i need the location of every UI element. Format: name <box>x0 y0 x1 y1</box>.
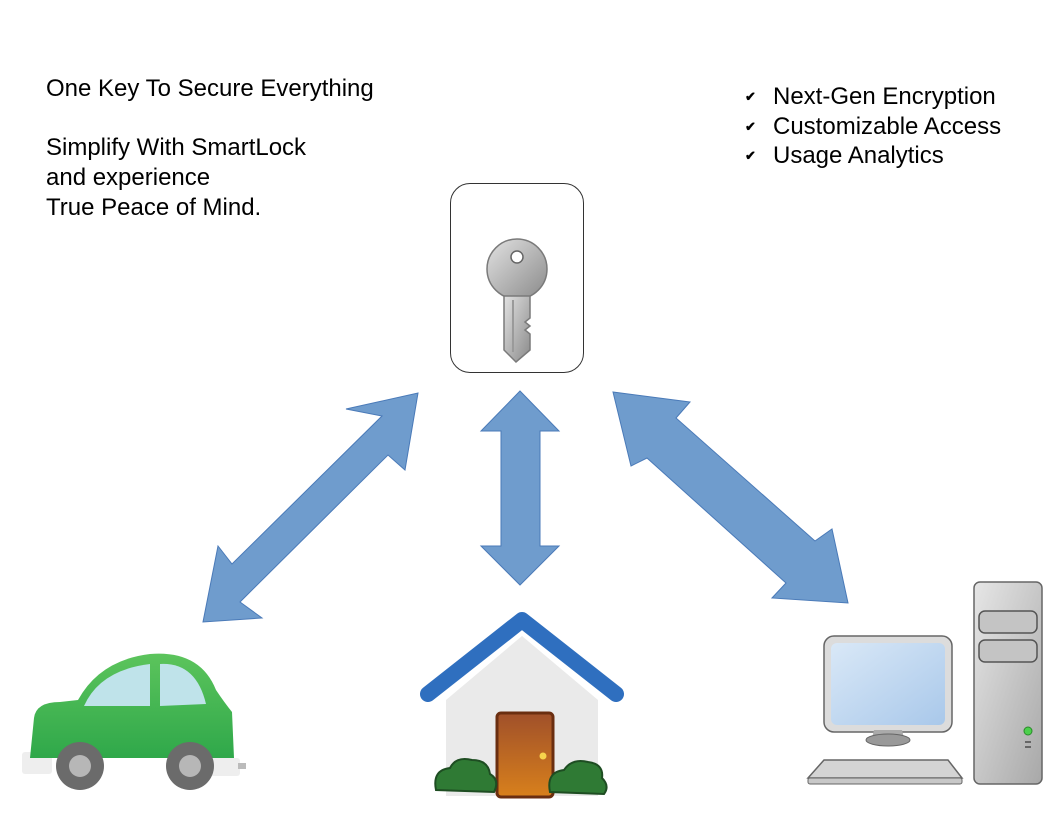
feature-label: Next-Gen Encryption <box>773 83 996 110</box>
tagline-line: Simplify With SmartLock <box>46 134 307 161</box>
computer-icon <box>806 581 1043 785</box>
tagline: One Key To Secure Everything Simplify Wi… <box>46 74 374 223</box>
feature-item: ✔ Customizable Access <box>745 112 1001 142</box>
arrow-key-computer <box>612 391 849 604</box>
tagline-headline: One Key To Secure Everything <box>46 75 374 102</box>
feature-label: Usage Analytics <box>773 142 944 169</box>
check-icon: ✔ <box>745 118 756 134</box>
feature-item: ✔ Usage Analytics <box>745 141 1001 171</box>
feature-label: Customizable Access <box>773 112 1002 140</box>
car-icon <box>22 653 246 790</box>
arrow-key-home <box>479 390 561 586</box>
check-icon: ✔ <box>745 148 756 163</box>
tagline-line: and experience <box>46 164 211 191</box>
tagline-line: True Peace of Mind. <box>46 194 262 221</box>
house-icon <box>420 612 624 799</box>
feature-list: ✔ Next-Gen Encryption ✔ Customizable Acc… <box>745 82 1001 171</box>
arrow-key-car <box>202 392 419 623</box>
key-icon <box>486 238 548 364</box>
feature-item: ✔ Next-Gen Encryption <box>745 82 1001 112</box>
check-icon: ✔ <box>745 89 756 104</box>
